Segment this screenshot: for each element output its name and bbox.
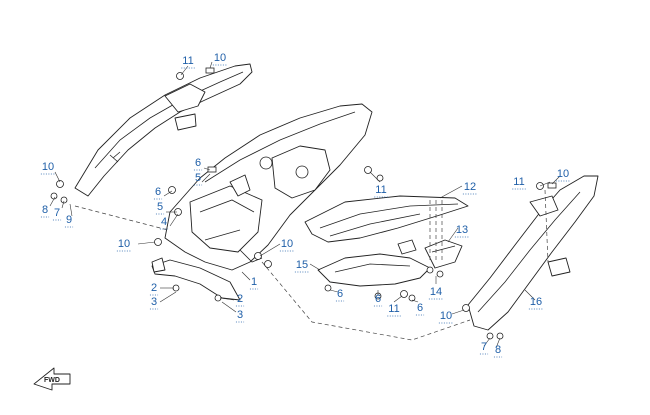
center-rear-fender: [164, 103, 373, 271]
callout-10: 10: [557, 168, 569, 180]
callout-6: 6: [375, 293, 381, 305]
callout-11: 11: [513, 176, 524, 188]
callout-5: 5: [195, 172, 201, 184]
callout-10: 10: [440, 310, 452, 322]
callout-4: 4: [161, 216, 167, 228]
undertray: [304, 195, 469, 243]
callout-6: 6: [155, 186, 161, 198]
leader-lines: [49, 61, 561, 349]
callout-3: 3: [151, 296, 157, 308]
callout-2: 2: [237, 293, 243, 305]
fwd-arrow-icon: FWD: [33, 367, 71, 391]
callout-11: 11: [388, 303, 399, 315]
routing-line-left: [74, 205, 169, 231]
callout-3: 3: [237, 309, 243, 321]
callout-8: 8: [42, 204, 48, 216]
callout-10: 10: [118, 238, 130, 250]
callout-14: 14: [430, 286, 442, 298]
callout-1: 1: [251, 276, 257, 288]
callout-6: 6: [337, 288, 343, 300]
routing-line-bottom: [261, 261, 471, 341]
hardware: [50, 67, 557, 340]
callout-8: 8: [495, 344, 501, 356]
callout-16: 16: [530, 296, 542, 308]
callout-13: 13: [456, 224, 468, 236]
callout-7: 7: [54, 207, 60, 219]
callout-15: 15: [296, 259, 308, 271]
callout-5: 5: [157, 201, 163, 213]
routing-line-right: [544, 189, 549, 263]
routing-line-undertray: [429, 200, 443, 262]
callout-12: 12: [464, 181, 476, 193]
callout-10: 10: [214, 52, 226, 64]
callout-10: 10: [42, 161, 54, 173]
callout-labels: 11 10 10 8 7 9 6 5 6 5 4 10 11 10 1 2 3 …: [42, 52, 569, 356]
left-side-cover: [74, 63, 253, 197]
fwd-label: FWD: [44, 377, 60, 384]
callout-10: 10: [281, 238, 293, 250]
callout-11: 11: [375, 184, 386, 196]
bracket-13: [424, 239, 463, 269]
right-side-cover: [467, 175, 599, 331]
inner-flap: [151, 257, 241, 301]
lower-tray: [317, 239, 431, 287]
callout-7: 7: [481, 341, 487, 353]
callout-6: 6: [195, 157, 201, 169]
callout-2: 2: [151, 282, 157, 294]
callout-9: 9: [66, 214, 72, 226]
callout-11: 11: [182, 55, 193, 67]
callout-6: 6: [417, 302, 423, 314]
